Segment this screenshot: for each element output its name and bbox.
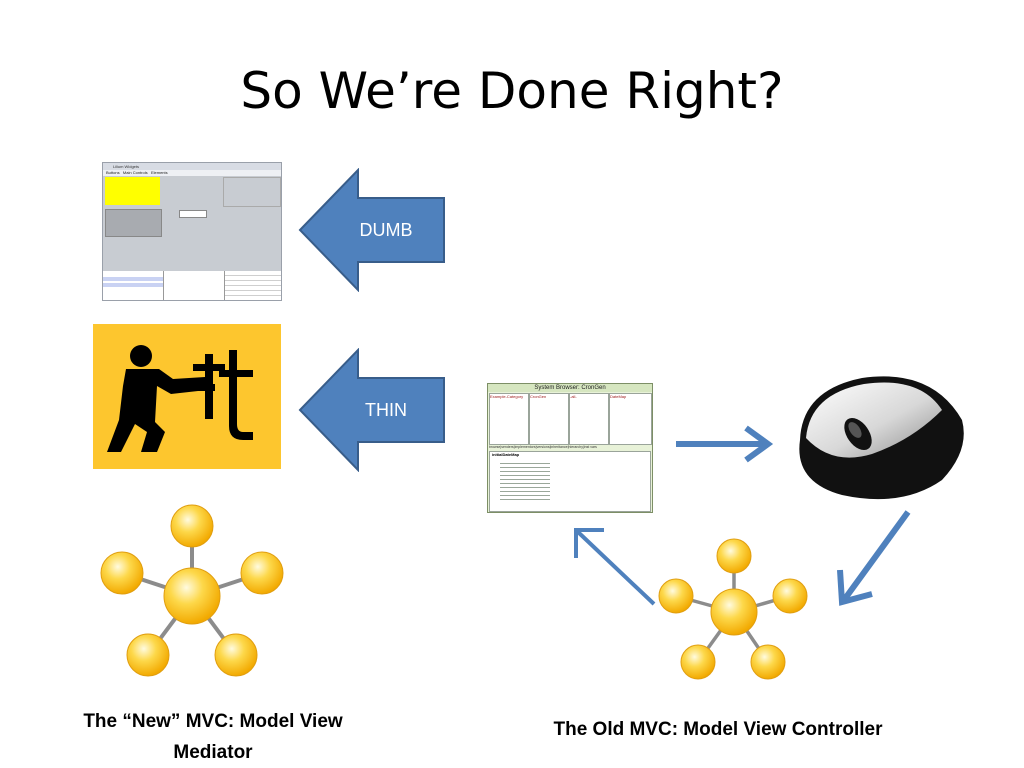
- up-left-arrow: [568, 522, 658, 608]
- thin-label: THIN: [365, 400, 407, 420]
- text-area-mock: [163, 271, 224, 300]
- yellow-panel: [105, 177, 160, 205]
- down-left-arrow: [830, 508, 914, 610]
- browser-button-bar: browse|senders|implementors|versions|inh…: [489, 445, 597, 449]
- thin-arrow: [298, 347, 446, 473]
- list-mock: [103, 271, 163, 300]
- slide-title: So We’re Done Right?: [240, 62, 784, 120]
- browser-button: versions: [536, 445, 550, 449]
- browser-code-pane: initialDateMap: [489, 451, 651, 512]
- table-mock: [224, 271, 281, 300]
- new-mvc-caption-line1: The “New” MVC: Model View: [83, 711, 343, 732]
- new-mvc-caption-line2: Mediator: [173, 742, 253, 763]
- browser-pane: -all-: [569, 393, 609, 445]
- text-field-mock: [179, 210, 207, 218]
- browser-pane-header: CronGen: [530, 394, 547, 399]
- system-browser-title: System Browser: CronGen: [488, 384, 652, 392]
- browser-pane-header: -all-: [570, 394, 577, 399]
- browser-button: hierarchy: [568, 445, 583, 449]
- browser-code-header: initialDateMap: [492, 452, 520, 457]
- widget-menu-bar: Buttons Main Controls Elements: [103, 170, 281, 176]
- browser-pane-header: Example-Category: [490, 394, 524, 399]
- toggle-button-mock: [105, 209, 162, 237]
- hub-network-icon-left: [96, 500, 286, 685]
- widget-menu-item: Main Controls: [122, 170, 148, 175]
- right-arrow: [674, 424, 774, 464]
- browser-button: implementors: [514, 445, 536, 449]
- old-mvc-caption: The Old MVC: Model View Controller: [553, 719, 883, 740]
- browser-pane: DateMap: [609, 393, 652, 445]
- browser-button: inheritance: [550, 445, 568, 449]
- browser-pane: Example-Category: [489, 393, 529, 445]
- browser-button: browse: [489, 445, 501, 449]
- widget-menu-item: Elements: [150, 170, 168, 175]
- computer-mouse-icon: [792, 370, 970, 508]
- new-mvc-caption: The “New” MVC: Model View Mediator: [40, 706, 386, 768]
- label-box-mock: [223, 177, 281, 207]
- browser-button: senders: [501, 445, 514, 449]
- dumb-arrow: [298, 167, 446, 293]
- hub-network-icon-right: [654, 536, 814, 686]
- browser-pane-header: DateMap: [610, 394, 627, 399]
- worker-with-pipe-icon: [93, 324, 281, 469]
- widget-menu-item: Buttons: [106, 170, 120, 175]
- browser-pane: CronGen: [529, 393, 569, 445]
- system-browser-screenshot: System Browser: CronGen Example-Category…: [487, 383, 653, 513]
- widget-window-title: Lilium Widgets: [103, 163, 281, 170]
- dumb-label: DUMB: [359, 220, 413, 240]
- browser-button: inst vars: [583, 445, 597, 449]
- widget-screenshot: Lilium Widgets Buttons Main Controls Ele…: [102, 162, 282, 301]
